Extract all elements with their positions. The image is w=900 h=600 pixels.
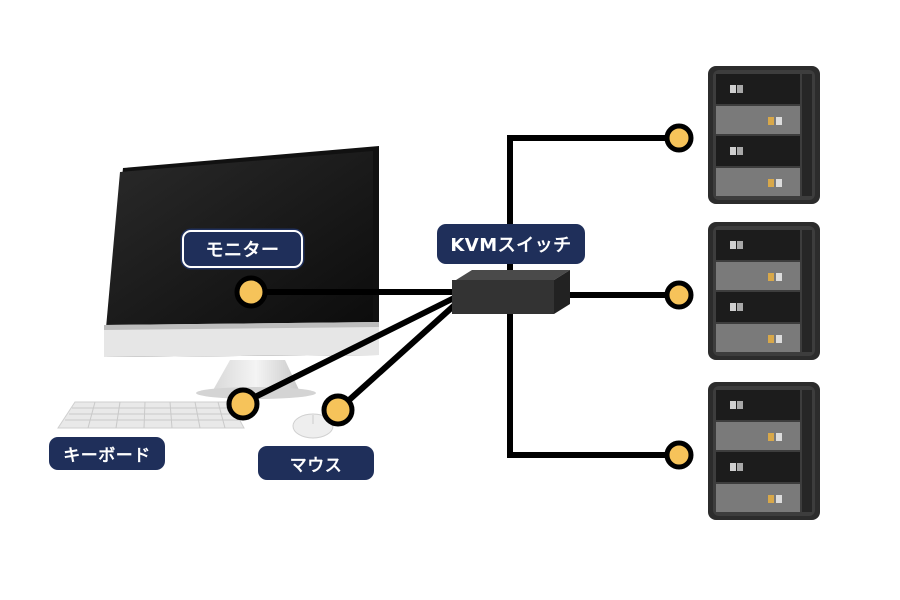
server-3-icon [708, 382, 820, 520]
monitor-icon [104, 146, 379, 399]
connector-server-1 [664, 123, 694, 153]
monitor-label: モニター [182, 230, 303, 268]
kvm-switch-icon [452, 270, 570, 314]
cable-mouse [335, 299, 461, 413]
keyboard-label: キーボード [49, 437, 165, 470]
server-1-icon [708, 66, 820, 204]
kvm-switch-label: KVMスイッチ [437, 224, 585, 264]
connector-server-2 [664, 280, 694, 310]
connector-server-3 [664, 440, 694, 470]
connector-mouse [321, 393, 355, 427]
connector-monitor [234, 275, 268, 309]
server-2-icon [708, 222, 820, 360]
cables [241, 135, 678, 458]
connector-keyboard [226, 387, 260, 421]
cable-keyboard [241, 294, 458, 406]
connectors [226, 123, 694, 470]
keyboard-icon [57, 401, 245, 429]
mouse-label: マウス [258, 446, 374, 480]
mouse-icon [292, 413, 334, 439]
